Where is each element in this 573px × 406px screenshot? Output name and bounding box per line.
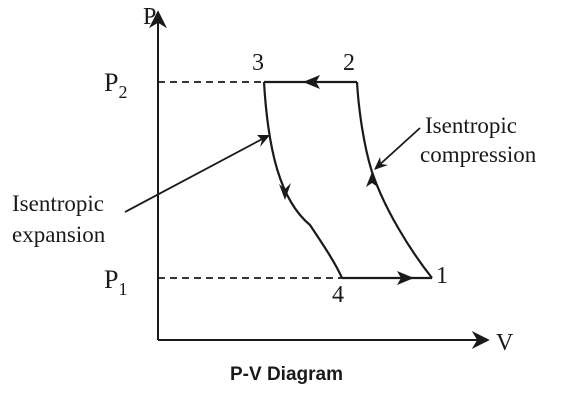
diagram-caption: P-V Diagram — [230, 364, 343, 385]
arrow-3-4 — [279, 183, 291, 200]
compression-pointer-head — [374, 157, 388, 170]
x-axis-label: V — [496, 330, 514, 356]
state-1-label: 1 — [436, 263, 448, 289]
process-3-4 — [262, 81, 344, 279]
arrow-1-2 — [366, 172, 379, 188]
state-4-label: 4 — [332, 282, 344, 308]
compression-pointer — [375, 127, 421, 169]
y-axis-label: P — [143, 4, 156, 30]
process-1-2 — [355, 81, 433, 279]
expansion-annotation: Isentropic expansion — [12, 191, 110, 247]
arrow-2-3 — [303, 75, 320, 89]
arrow-4-1 — [397, 271, 414, 285]
expansion-pointer-head — [257, 135, 270, 147]
p2-level-label: P2 — [104, 68, 127, 102]
state-3-label: 3 — [252, 50, 264, 76]
p1-level-label: P1 — [104, 265, 127, 299]
compression-annotation: Isentropic compression — [420, 113, 537, 167]
expansion-pointer — [124, 136, 267, 213]
state-2-label: 2 — [343, 50, 355, 76]
